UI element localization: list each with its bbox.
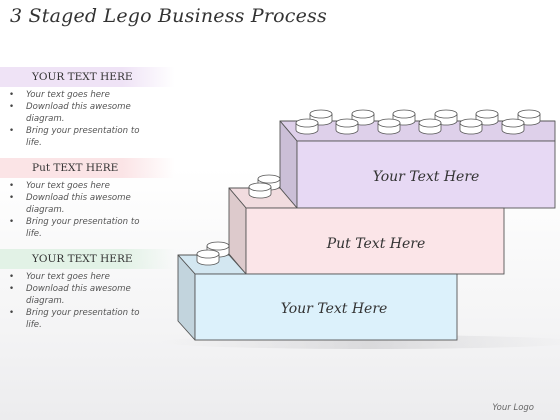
brick-studs — [295, 109, 541, 135]
lego-stud — [459, 118, 483, 135]
brick-front-face — [194, 273, 458, 341]
lego-brick-bottom: Your Text Here — [177, 241, 458, 341]
section-heading: YOUR TEXT HERE — [0, 249, 175, 269]
bullet-list: Your text goes here Download this awesom… — [0, 89, 175, 149]
bullet-item: Bring your presentation to life. — [0, 307, 154, 331]
bullet-list: Your text goes here Download this awesom… — [0, 271, 175, 331]
bullet-list: Your text goes here Download this awesom… — [0, 180, 175, 240]
brick-front-face — [245, 207, 505, 275]
lego-stud — [501, 118, 525, 135]
lego-stud — [248, 182, 272, 199]
lego-brick-top: Your Text Here — [279, 109, 556, 209]
section-heading: YOUR TEXT HERE — [0, 67, 175, 87]
brick-front-face — [296, 140, 556, 209]
text-section-3: YOUR TEXT HERE Your text goes here Downl… — [0, 249, 175, 331]
brick-label: Your Text Here — [373, 169, 480, 185]
bullet-item: Bring your presentation to life. — [0, 216, 154, 240]
lego-brick-middle: Put Text Here — [228, 174, 505, 275]
bullet-item: Download this awesome diagram. — [0, 192, 154, 216]
brick-label: Your Text Here — [281, 301, 388, 317]
brick-label: Put Text Here — [326, 236, 426, 252]
lego-stud — [196, 249, 220, 266]
text-section-2: Put TEXT HERE Your text goes here Downlo… — [0, 158, 175, 240]
lego-stud — [295, 118, 319, 135]
brick-studs — [196, 241, 230, 266]
bullet-item: Your text goes here — [0, 89, 154, 101]
bullet-item: Bring your presentation to life. — [0, 125, 154, 149]
text-section-1: YOUR TEXT HERE Your text goes here Downl… — [0, 67, 175, 149]
logo-text: Your Logo — [492, 403, 534, 413]
section-heading: Put TEXT HERE — [0, 158, 175, 178]
lego-stud — [418, 118, 442, 135]
lego-stud — [377, 118, 401, 135]
bullet-item: Download this awesome diagram. — [0, 283, 154, 307]
lego-stud — [335, 118, 359, 135]
bullet-item: Your text goes here — [0, 180, 154, 192]
brick-studs — [248, 174, 281, 199]
bullet-item: Your text goes here — [0, 271, 154, 283]
bullet-item: Download this awesome diagram. — [0, 101, 154, 125]
page-title: 3 Staged Lego Business Process — [10, 5, 327, 27]
